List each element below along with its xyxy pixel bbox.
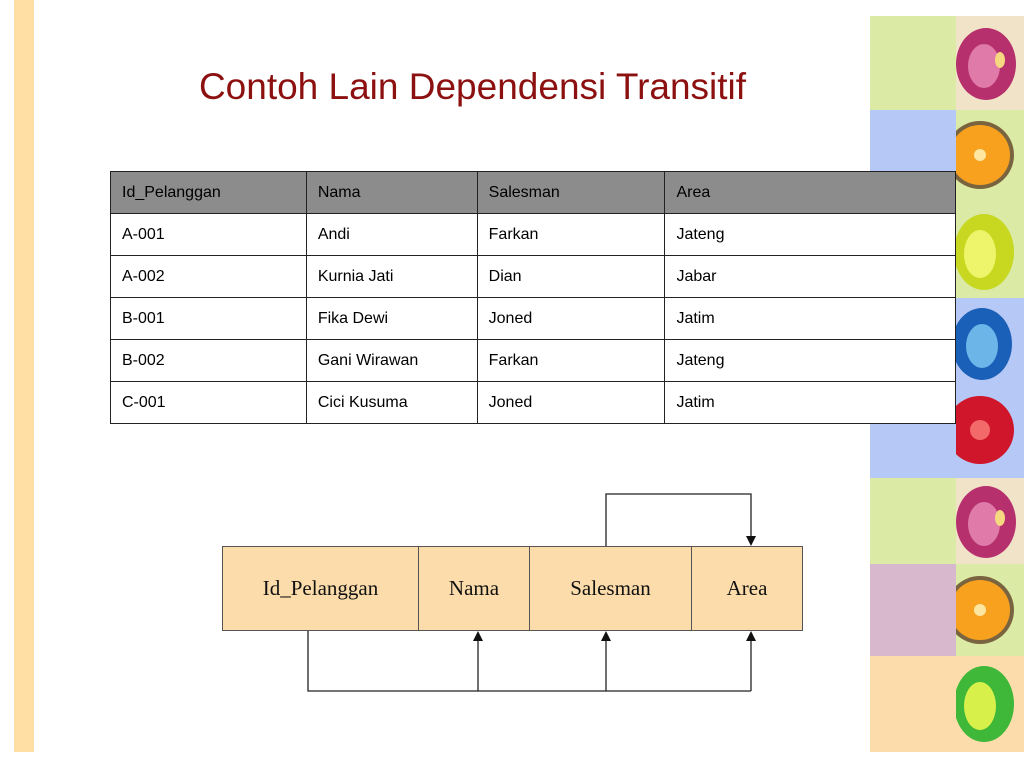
red-orange-icon: [956, 386, 1024, 478]
table-row: C-001 Cici Kusuma Joned Jatim: [110, 381, 956, 424]
table-cell: B-001: [110, 297, 307, 340]
apple-slice-icon: [956, 16, 1024, 110]
header-cell: Id_Pelanggan: [110, 171, 307, 214]
table-cell: B-002: [110, 339, 307, 382]
table-cell: Joned: [476, 297, 666, 340]
table-header-row: Id_Pelanggan Nama Salesman Area: [110, 171, 956, 214]
lime-slice-icon: [956, 204, 1024, 298]
header-cell: Area: [664, 171, 956, 214]
table-row: B-002 Gani Wirawan Farkan Jateng: [110, 339, 956, 382]
table-cell: A-001: [110, 213, 307, 256]
strip-tile: [870, 656, 956, 752]
strip-tile: [870, 16, 956, 110]
left-accent-bar: [14, 0, 34, 752]
table-cell: A-002: [110, 255, 307, 298]
strip-tile: [870, 564, 956, 656]
strip-tile: [870, 478, 956, 564]
arrow-salesman-to-area: [605, 493, 752, 546]
table-cell: Andi: [305, 213, 478, 256]
table-cell: Fika Dewi: [305, 297, 478, 340]
table-cell: Joned: [476, 381, 666, 424]
arrow-base-line: [307, 631, 751, 692]
header-cell: Salesman: [476, 171, 666, 214]
blue-apple-icon: [956, 298, 1024, 386]
arrowhead: [473, 631, 483, 641]
customer-table: Id_Pelanggan Nama Salesman Area A-001 An…: [110, 171, 956, 424]
slide-title: Contoh Lain Dependensi Transitif: [198, 66, 747, 107]
header-cell: Nama: [305, 171, 478, 214]
attr-box-salesman: Salesman: [529, 546, 692, 631]
lime-slice-icon: [956, 656, 1024, 752]
arrowhead: [746, 536, 756, 546]
orange-slice-icon: [956, 110, 1024, 204]
table-cell: Cici Kusuma: [305, 381, 478, 424]
attr-box-area: Area: [691, 546, 803, 631]
table-cell: Jateng: [664, 213, 956, 256]
apple-slice-icon: [956, 478, 1024, 564]
attr-box-id-pelanggan: Id_Pelanggan: [222, 546, 419, 631]
attr-box-nama: Nama: [418, 546, 530, 631]
orange-slice-icon: [956, 564, 1024, 656]
table-cell: Gani Wirawan: [305, 339, 478, 382]
table-cell: Jabar: [664, 255, 956, 298]
table-row: B-001 Fika Dewi Joned Jatim: [110, 297, 956, 340]
table-cell: Dian: [476, 255, 666, 298]
table-cell: Jatim: [664, 381, 956, 424]
table-row: A-001 Andi Farkan Jateng: [110, 213, 956, 256]
arrowhead: [601, 631, 611, 641]
table-cell: Farkan: [476, 213, 666, 256]
table-cell: Jatim: [664, 297, 956, 340]
table-row: A-002 Kurnia Jati Dian Jabar: [110, 255, 956, 298]
table-cell: C-001: [110, 381, 307, 424]
table-cell: Farkan: [476, 339, 666, 382]
arrowhead: [746, 631, 756, 641]
